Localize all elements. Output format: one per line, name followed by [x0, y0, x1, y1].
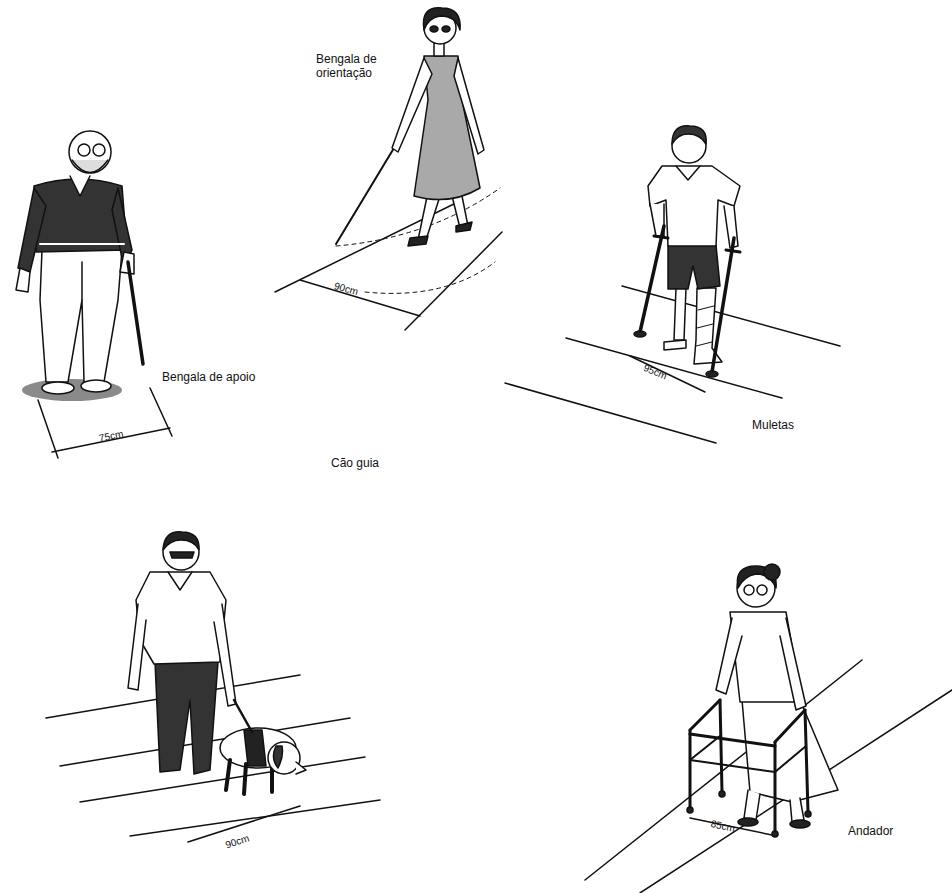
- shoe: [456, 222, 472, 232]
- dog-head: [268, 742, 300, 774]
- hair: [423, 8, 460, 30]
- woman-with-orientation-cane: [275, 8, 502, 330]
- arm: [780, 618, 806, 710]
- aid-label: Bengala de apoio: [162, 370, 282, 384]
- aid-label: Bengala de orientação: [316, 52, 394, 81]
- collar: [168, 572, 192, 590]
- sleeve-arm: [18, 188, 46, 272]
- walker-bar: [690, 734, 775, 746]
- dog-snout: [296, 762, 306, 774]
- arm: [454, 58, 484, 154]
- trouser-seam: [81, 262, 83, 300]
- man-with-guide-dog: [46, 532, 380, 842]
- shoe: [81, 380, 111, 392]
- beard: [72, 160, 108, 173]
- crutch-handle: [654, 236, 668, 238]
- shorts: [668, 245, 720, 289]
- collar: [676, 166, 700, 180]
- walker-leg: [689, 730, 692, 808]
- collar: [70, 176, 90, 196]
- sweep-arc: [365, 262, 495, 293]
- dark-glasses: [430, 26, 438, 32]
- glasses: [78, 144, 90, 156]
- shoe: [790, 820, 810, 828]
- shoe: [408, 236, 428, 246]
- shoe: [738, 818, 758, 826]
- dark-glasses: [170, 552, 194, 558]
- crutch: [640, 226, 664, 332]
- floor-line: [640, 690, 952, 893]
- shirt: [136, 572, 226, 664]
- dimension-text: 90cm: [224, 821, 285, 851]
- dimension-text: 75cm: [98, 421, 159, 445]
- glasses: [744, 585, 754, 595]
- walker-handle: [690, 700, 720, 730]
- floor-line: [505, 383, 716, 443]
- walker-leg: [774, 742, 777, 832]
- harness-handle: [234, 700, 252, 732]
- trousers: [40, 250, 122, 382]
- man-with-support-cane: [16, 131, 172, 458]
- hair: [163, 532, 199, 550]
- hair-bun: [764, 564, 780, 580]
- dog-ear: [273, 746, 282, 768]
- crutch-tip: [706, 371, 718, 377]
- crutch-tip: [634, 331, 646, 337]
- orientation-cane: [336, 148, 394, 244]
- shoe: [664, 340, 686, 350]
- aid-label: Cão guia: [331, 456, 421, 470]
- arm: [724, 206, 738, 248]
- leg: [674, 288, 686, 340]
- walker-bar: [690, 736, 720, 760]
- dimension-line: [300, 280, 420, 316]
- crutch-handle: [726, 250, 740, 252]
- arm: [214, 604, 236, 706]
- extension-line: [38, 400, 58, 458]
- shadow: [22, 379, 122, 401]
- walker-leg: [805, 710, 808, 812]
- floor-line: [566, 338, 782, 398]
- head: [69, 131, 111, 173]
- glasses: [757, 585, 767, 595]
- woman-with-walker: [585, 564, 952, 893]
- hair: [672, 126, 706, 144]
- arm: [392, 58, 432, 152]
- aid-label: Andador: [848, 824, 938, 838]
- walker-foot: [805, 811, 811, 817]
- walker-handle: [775, 710, 805, 742]
- arm: [716, 618, 742, 694]
- trousers: [155, 662, 218, 774]
- belt: [40, 243, 124, 245]
- floor-line: [622, 286, 840, 346]
- crosswalk-line: [130, 800, 380, 836]
- crosswalk-line: [80, 757, 365, 802]
- glasses: [93, 144, 105, 156]
- dog-harness: [244, 730, 266, 766]
- walker-foot: [719, 791, 725, 797]
- walker-leg: [720, 700, 722, 792]
- hand: [16, 268, 30, 292]
- dark-glasses: [442, 26, 450, 32]
- shoe: [42, 382, 74, 394]
- walker-bar: [690, 760, 775, 772]
- aid-label: Muletas: [752, 418, 842, 432]
- support-cane: [128, 262, 143, 364]
- walker-foot: [687, 807, 693, 813]
- skirt: [742, 700, 838, 802]
- walker-foot: [772, 831, 778, 837]
- walker-bar: [775, 746, 806, 772]
- dimension-text: 90cm: [333, 280, 394, 308]
- arm: [128, 604, 146, 690]
- man-with-crutches: [505, 126, 840, 443]
- cast-lines: [696, 306, 714, 346]
- crutch: [712, 238, 734, 372]
